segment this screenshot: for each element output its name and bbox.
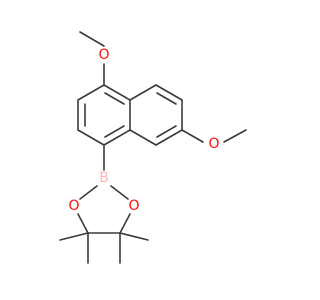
bond bbox=[156, 125, 177, 138]
bond bbox=[77, 213, 89, 234]
bond bbox=[155, 129, 183, 146]
bond bbox=[104, 92, 125, 105]
molecule-diagram: O O B O O bbox=[59, 31, 247, 264]
bond bbox=[77, 129, 105, 146]
oxygen-label: O bbox=[128, 198, 139, 214]
bond bbox=[59, 232, 89, 241]
structure-canvas: O O B O O bbox=[59, 31, 247, 264]
bond bbox=[223, 129, 247, 143]
bond bbox=[155, 84, 183, 101]
bond bbox=[129, 84, 157, 101]
bond bbox=[103, 129, 131, 146]
boron-label: B bbox=[99, 170, 109, 186]
bond bbox=[77, 84, 105, 101]
oxygen-label: O bbox=[208, 136, 219, 152]
oxygen-label: O bbox=[98, 47, 109, 63]
bond bbox=[119, 213, 131, 234]
bond bbox=[104, 125, 125, 138]
bond bbox=[119, 232, 149, 241]
oxygen-label: O bbox=[68, 198, 79, 214]
bond bbox=[156, 92, 177, 105]
bond bbox=[79, 31, 105, 47]
bond bbox=[103, 84, 131, 101]
bond bbox=[181, 129, 204, 143]
bond bbox=[79, 185, 98, 200]
bond bbox=[129, 129, 157, 146]
bond bbox=[110, 185, 129, 200]
